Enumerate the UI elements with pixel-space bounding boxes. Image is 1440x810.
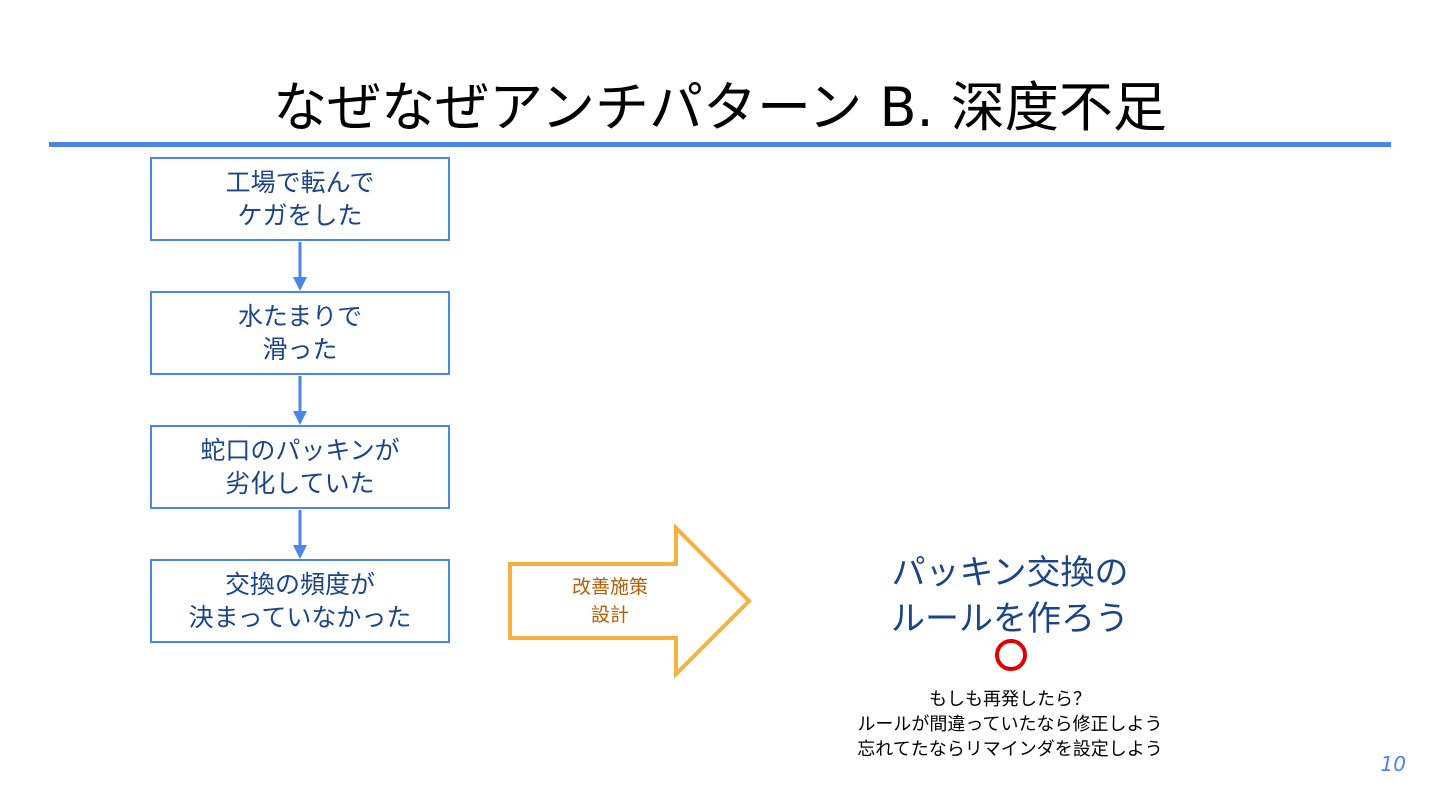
title-underline bbox=[49, 142, 1391, 147]
countermeasure-text: パッキン交換の ルールを作ろう bbox=[891, 553, 1129, 639]
transition-arrow bbox=[508, 523, 752, 679]
page-number: 10 bbox=[1380, 752, 1406, 776]
flow-step-2: 水たまりで 滑った bbox=[150, 291, 450, 375]
flow-step-3: 蛇口のパッキンが 劣化していた bbox=[150, 425, 450, 509]
flow-step-1: 工場で転んで ケガをした bbox=[150, 157, 450, 241]
transition-label: 改善施策 設計 bbox=[571, 576, 648, 626]
flow-step-4: 交換の頻度が 決まっていなかった bbox=[150, 559, 450, 643]
slide-title: なぜなぜアンチパターン B. 深度不足 bbox=[273, 76, 1167, 139]
connector-arrow-3 bbox=[293, 510, 307, 559]
approval-mark-icon bbox=[995, 639, 1027, 671]
connector-arrow-2 bbox=[293, 376, 307, 425]
followup-notes: もしも再発したら？ ルールが間違っていたなら修正しよう 忘れてたならリマインダを… bbox=[857, 689, 1163, 760]
connector-arrow-1 bbox=[293, 242, 307, 291]
